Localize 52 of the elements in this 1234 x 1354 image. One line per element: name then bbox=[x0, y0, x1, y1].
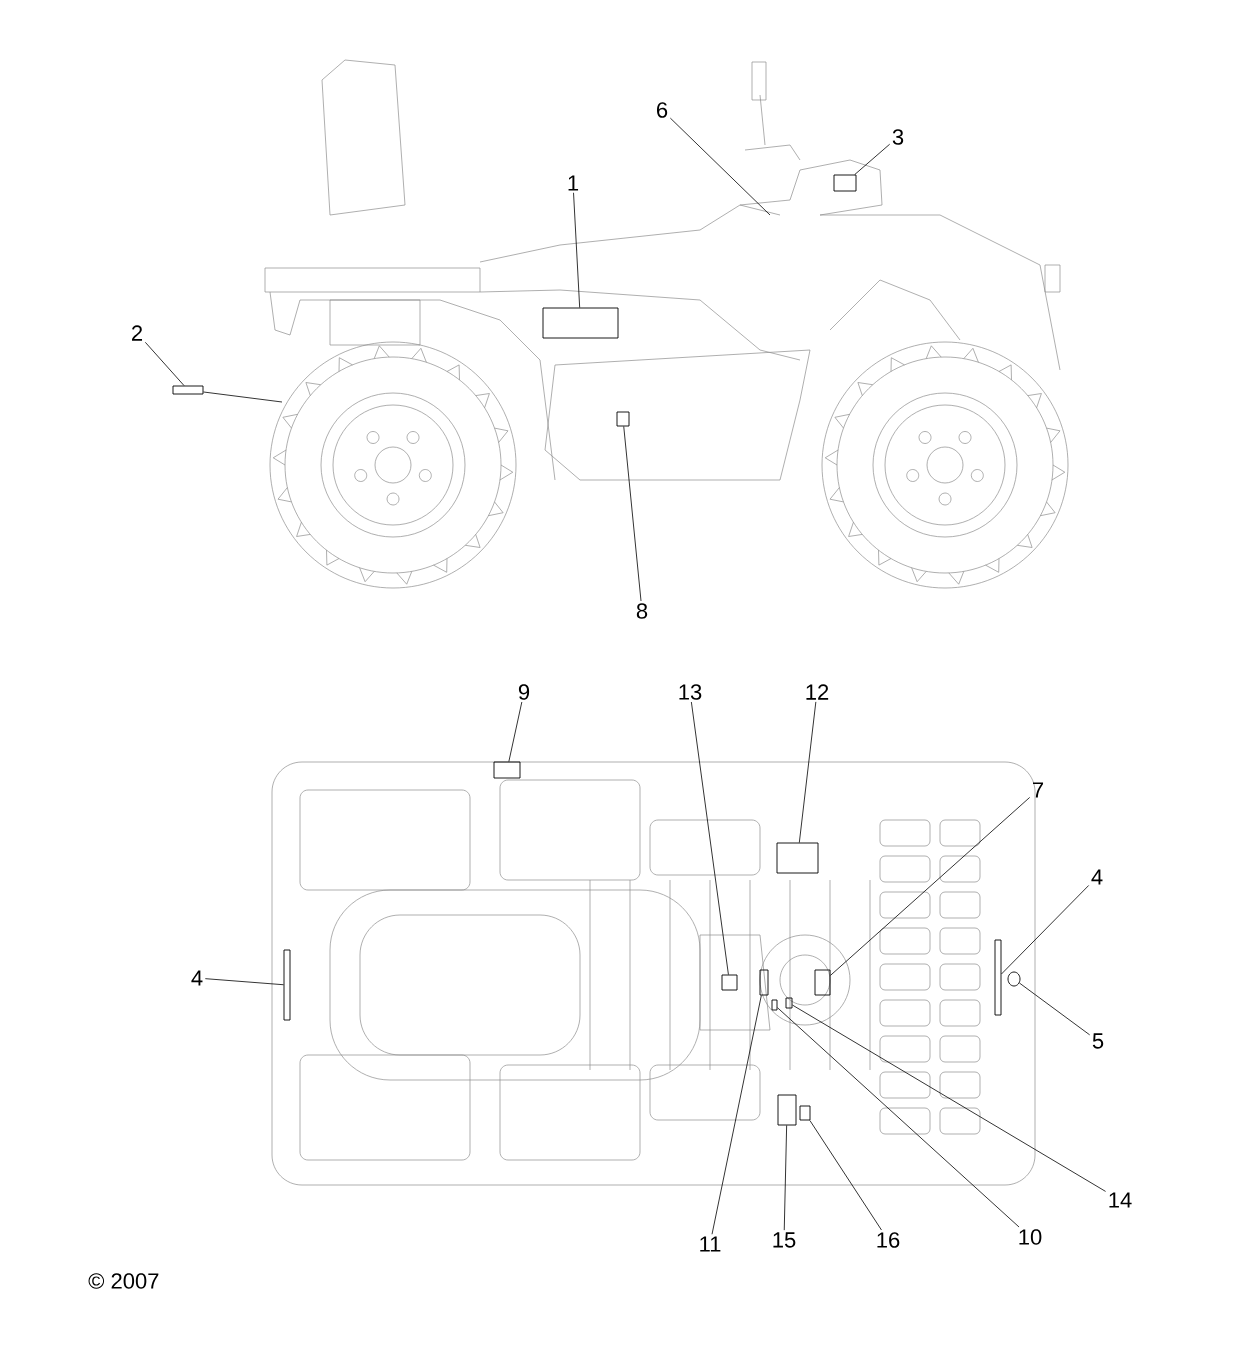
callout-number: 12 bbox=[806, 684, 829, 700]
callout-number: 15 bbox=[773, 1232, 796, 1248]
callout-number: 13 bbox=[679, 684, 702, 700]
callout-number: 3 bbox=[892, 129, 904, 145]
decal bbox=[994, 939, 1002, 1016]
leader-line bbox=[690, 701, 729, 975]
callout-number: 2 bbox=[132, 325, 142, 341]
callout-number: 6 bbox=[657, 102, 668, 118]
callout-number: 5 bbox=[1092, 1033, 1104, 1049]
leader-line bbox=[1019, 982, 1091, 1036]
decal bbox=[771, 999, 778, 1011]
callout-number: 16 bbox=[877, 1232, 900, 1248]
leader-line bbox=[711, 995, 762, 1235]
callout-number: 4 bbox=[191, 970, 203, 986]
decal bbox=[814, 969, 831, 996]
decal bbox=[776, 842, 819, 874]
leader-line bbox=[798, 701, 817, 843]
decal bbox=[777, 1094, 797, 1126]
decal bbox=[283, 949, 291, 1021]
callout-number: 9 bbox=[518, 684, 530, 700]
leader-line bbox=[203, 391, 283, 403]
leader-line bbox=[783, 1125, 788, 1231]
decal bbox=[799, 1105, 811, 1121]
leader-line bbox=[792, 1004, 1106, 1192]
leader-line bbox=[623, 426, 642, 602]
callout-number: 10 bbox=[1019, 1229, 1042, 1245]
callout-number: 14 bbox=[1109, 1192, 1132, 1208]
copyright-note: © 2007 bbox=[88, 1273, 159, 1289]
callout-number: 8 bbox=[636, 603, 648, 619]
decal bbox=[172, 385, 204, 395]
leader-line bbox=[508, 701, 523, 762]
decal bbox=[616, 411, 630, 427]
decal bbox=[1007, 971, 1021, 987]
decal bbox=[542, 307, 619, 339]
callout-number: 4 bbox=[1091, 869, 1103, 885]
callout-number: 11 bbox=[700, 1236, 721, 1252]
leader-line bbox=[573, 192, 581, 308]
decal bbox=[493, 761, 521, 779]
leader-line bbox=[830, 797, 1031, 976]
decal bbox=[759, 969, 769, 996]
callout-number: 7 bbox=[1033, 782, 1044, 798]
leader-line bbox=[144, 341, 185, 386]
callout-number: 1 bbox=[568, 175, 579, 191]
leader-line bbox=[1001, 885, 1090, 975]
decal bbox=[721, 974, 738, 991]
leader-line bbox=[777, 1007, 1020, 1228]
leader-line bbox=[669, 117, 771, 216]
leader-line bbox=[204, 978, 284, 986]
decal bbox=[833, 174, 857, 192]
decal bbox=[785, 997, 793, 1009]
leader-line bbox=[854, 143, 891, 175]
leader-line bbox=[809, 1120, 882, 1231]
